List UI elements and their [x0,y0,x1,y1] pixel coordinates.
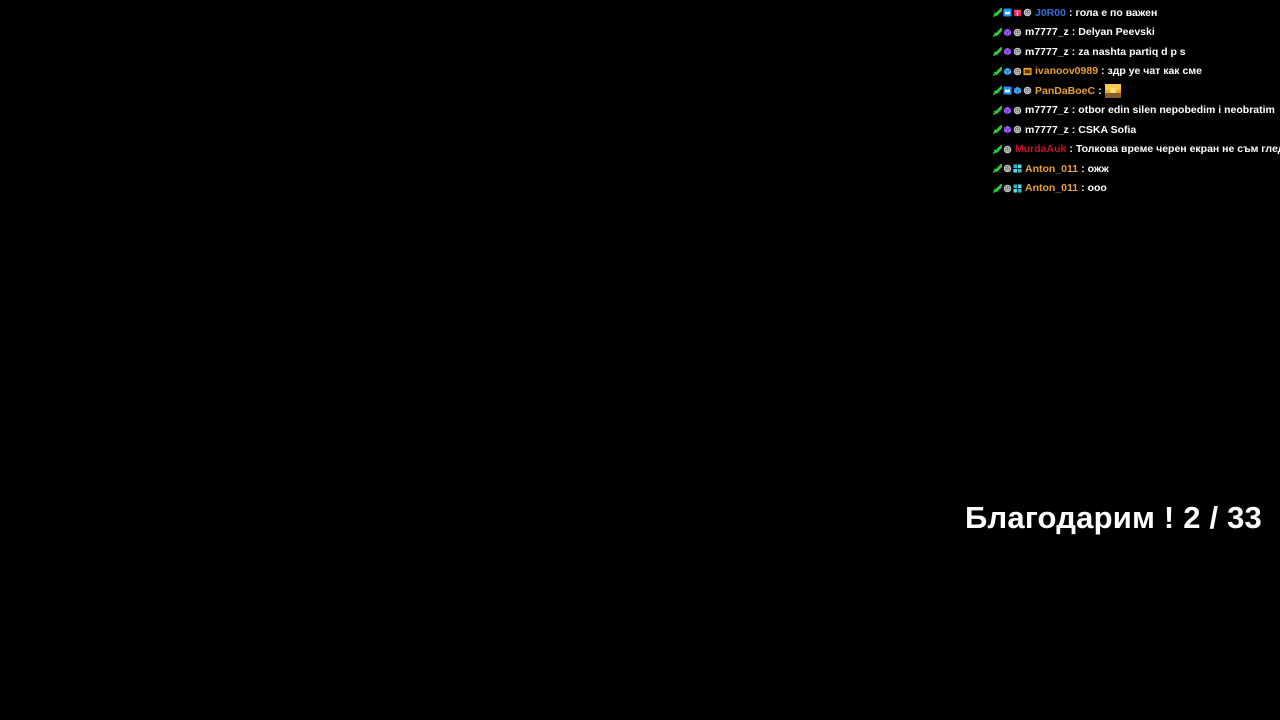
chat-badges [993,144,1012,154]
chat-separator: : [1081,162,1085,175]
chat-badges [993,164,1022,174]
chat-separator: : [1071,45,1076,58]
chat-username[interactable]: Anton_011 [1025,162,1079,175]
chat-separator: : [1071,104,1076,117]
gift-sub-icon [1013,8,1022,17]
chat-badges [993,47,1022,57]
teal-grid-icon [1013,184,1022,193]
prime-crown-icon [1003,8,1012,17]
moderator-sword-icon [993,27,1002,37]
chat-message: Anton_011:ожж [993,159,1280,179]
chat-badges [993,86,1032,96]
chat-badges [993,183,1022,193]
moderator-sword-icon [993,8,1002,18]
moderator-sword-icon [993,105,1002,115]
chat-message-text: ожж [1087,162,1109,175]
chat-message-text: za nashta partiq d p s [1078,45,1186,58]
purple-cube-icon [1003,28,1012,37]
moderator-sword-icon [993,164,1002,174]
smiley-badge-icon [1023,8,1032,17]
chat-message: m7777_z:otbor edin silen nepobedim i neo… [993,101,1280,121]
blue-cube-icon [1003,67,1012,76]
orange-square-icon [1023,67,1032,76]
chat-username[interactable]: MurdaAuk [1015,143,1067,156]
moderator-sword-icon [993,66,1002,76]
chat-username[interactable]: m7777_z [1025,45,1069,58]
smiley-badge-icon [1013,106,1022,115]
smiley-badge-icon [1013,28,1022,37]
chat-badges [993,105,1022,115]
chat-message-text: Толкова време черен екран не съм гледал [1075,143,1280,156]
moderator-sword-icon [993,144,1002,154]
moderator-sword-icon [993,183,1002,193]
chat-badges [993,27,1022,37]
smiley-badge-icon [1013,47,1022,56]
chat-message-text: здр уе чат как сме [1107,65,1202,78]
chat-message-text: ooo [1087,182,1107,195]
smiley-badge-icon [1003,164,1012,173]
purple-cube-icon [1003,47,1012,56]
chat-message: ivanoov0989:здр уе чат как сме [993,62,1280,82]
chat-message: PanDaBoeC: [993,81,1280,101]
blue-cube-icon [1013,86,1022,95]
chat-message: m7777_z:za nashta partiq d p s [993,42,1280,62]
smiley-badge-icon [1023,86,1032,95]
moderator-sword-icon [993,125,1002,135]
prime-crown-icon [1003,86,1012,95]
chat-message-text: CSKA Sofia [1078,123,1137,136]
chat-username[interactable]: m7777_z [1025,26,1069,39]
smiley-badge-icon [1003,184,1012,193]
chat-username[interactable]: J0R00 [1035,6,1066,19]
chat-message: m7777_z:CSKA Sofia [993,120,1280,140]
chat-message: m7777_z:Delyan Peevski [993,23,1280,43]
chat-message: Anton_011:ooo [993,179,1280,199]
teal-grid-icon [1013,164,1022,173]
chat-separator: : [1071,26,1076,39]
chat-message: J0R00:гола е по важен [993,3,1280,23]
chat-badges [993,125,1022,135]
purple-cube-icon [1003,125,1012,134]
chat-badges [993,8,1032,18]
chat-separator: : [1068,6,1073,19]
moderator-sword-icon [993,47,1002,57]
chat-message: MurdaAuk:Толкова време черен екран не съ… [993,140,1280,160]
chat-message-text: otbor edin silen nepobedim i neobratim [1078,104,1275,117]
purple-cube-icon [1003,106,1012,115]
thanks-counter-text: Благодарим ! 2 / 33 [965,500,1262,535]
chat-username[interactable]: m7777_z [1025,104,1069,117]
chat-message-text: гола е по важен [1075,6,1158,19]
chat-username[interactable]: Anton_011 [1025,182,1079,195]
chat-separator: : [1069,143,1073,156]
chat-separator: : [1101,65,1105,78]
chat-separator: : [1071,123,1076,136]
chat-separator: : [1098,84,1102,97]
smiley-badge-icon [1013,125,1022,134]
chat-badges [993,66,1032,76]
chat-separator: : [1081,182,1085,195]
chat-username[interactable]: PanDaBoeC [1035,84,1096,97]
smiley-badge-icon [1013,67,1022,76]
smiley-badge-icon [1003,145,1012,154]
chat-username[interactable]: m7777_z [1025,123,1069,136]
moderator-sword-icon [993,86,1002,96]
sunset-emote-icon [1104,83,1121,98]
chat-message-text: Delyan Peevski [1078,26,1155,39]
chat-username[interactable]: ivanoov0989 [1035,65,1099,78]
